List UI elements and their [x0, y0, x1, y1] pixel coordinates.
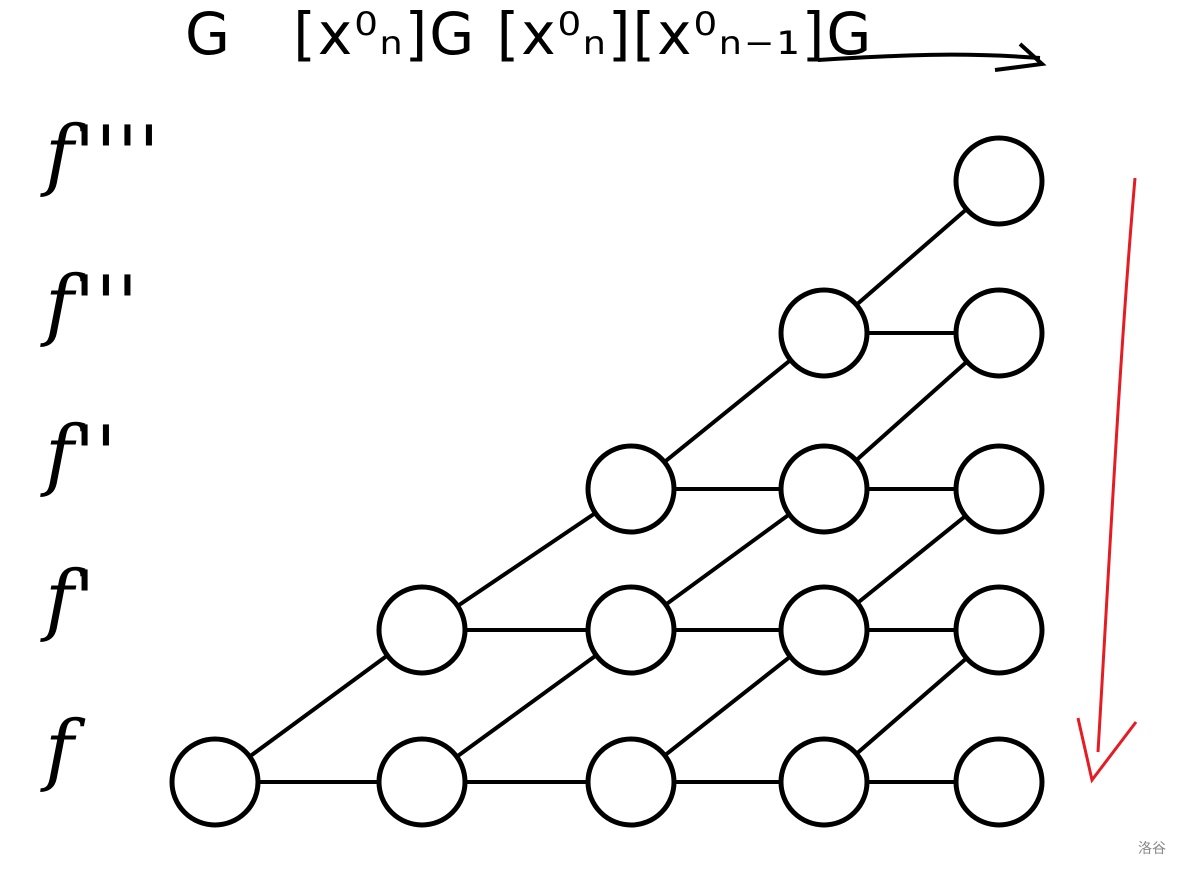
node-circle: [585, 443, 677, 535]
red-arrow-line: [1096, 177, 1137, 753]
row-label-1: f': [45, 555, 96, 645]
row-label-4: f'''': [45, 110, 160, 200]
node-circle: [585, 584, 677, 676]
header-sequence: G [x⁰ₙ]G [x⁰ₙ][x⁰ₙ₋₁]G: [185, 0, 873, 68]
node-circle: [778, 736, 870, 828]
node-circle: [953, 287, 1045, 379]
row-label-0: f: [45, 705, 74, 795]
row-label-2: f'': [45, 410, 117, 500]
header-arrow-head: [994, 42, 1047, 72]
header-g1: [x⁰ₙ]G: [293, 0, 477, 68]
node-circle: [376, 584, 468, 676]
node-circle: [778, 584, 870, 676]
node-circle: [778, 443, 870, 535]
node-circle: [953, 135, 1045, 227]
node-circle: [953, 736, 1045, 828]
watermark: 洛谷: [1138, 841, 1166, 857]
header-g2: [x⁰ₙ][x⁰ₙ₋₁]G: [496, 0, 874, 68]
node-circle: [585, 736, 677, 828]
red-arrow-head: [1076, 717, 1138, 784]
node-circle: [376, 736, 468, 828]
node-circle: [953, 584, 1045, 676]
header-g0: G: [185, 0, 232, 68]
node-circle: [953, 443, 1045, 535]
node-circle: [778, 287, 870, 379]
row-label-3: f''': [45, 260, 139, 350]
header-arrow-line: [817, 52, 1041, 62]
node-circle: [169, 736, 261, 828]
